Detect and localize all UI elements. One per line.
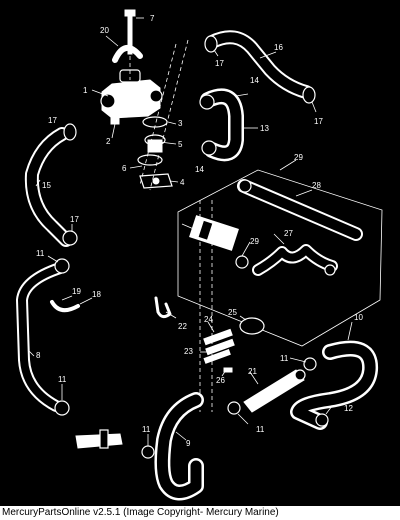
callout-15: 15 — [42, 181, 51, 190]
leader-lines — [27, 17, 353, 446]
pump — [181, 215, 239, 251]
callout-22: 22 — [178, 322, 187, 331]
callout-1: 1 — [83, 86, 88, 95]
callout-17-b: 17 — [314, 117, 323, 126]
hose-27 — [252, 244, 338, 276]
callout-13: 13 — [260, 124, 269, 133]
clip-19 — [50, 300, 80, 313]
callout-16: 16 — [274, 43, 283, 52]
hose-10 — [290, 340, 379, 430]
pump-box — [177, 169, 383, 347]
callout-21: 21 — [248, 367, 257, 376]
callout-14-a: 14 — [250, 76, 259, 85]
callout-11-c: 11 — [58, 375, 67, 384]
callout-14-b: 14 — [195, 165, 204, 174]
housing-bolt — [124, 9, 136, 55]
hose-16 — [205, 30, 313, 99]
hose-15 — [24, 127, 73, 247]
callout-17-d: 17 — [70, 215, 79, 224]
callout-12: 12 — [344, 404, 353, 413]
lifting-clip — [112, 45, 143, 63]
callout-11-e: 11 — [256, 425, 265, 434]
thermostat — [144, 134, 166, 153]
callout-23: 23 — [184, 347, 193, 356]
callout-27: 27 — [284, 229, 293, 238]
bracket-22 — [154, 296, 172, 319]
callout-11-a: 11 — [36, 249, 45, 258]
fitting-lower-left — [75, 429, 123, 449]
flush-adapter-21 — [243, 369, 306, 413]
screw-2 — [110, 117, 120, 125]
callout-28: 28 — [312, 181, 321, 190]
copyright-caption: MercuryPartsOnline v2.5.1 (Image Copyrig… — [0, 506, 400, 520]
callout-20: 20 — [100, 26, 109, 35]
hose-9 — [154, 392, 204, 501]
hose-8 — [16, 262, 66, 412]
callout-24: 24 — [204, 315, 213, 324]
callout-6: 6 — [122, 164, 127, 173]
callout-29-a: 29 — [294, 153, 303, 162]
callout-10: 10 — [354, 313, 363, 322]
clamp-25 — [239, 317, 265, 335]
callout-17-a: 17 — [215, 59, 224, 68]
parts-24-23 — [203, 328, 235, 364]
callout-17-c: 17 — [48, 116, 57, 125]
callout-4: 4 — [180, 178, 185, 187]
callout-18: 18 — [92, 290, 101, 299]
gasket-lower — [139, 173, 173, 189]
callout-26: 26 — [216, 376, 225, 385]
callout-9: 9 — [186, 439, 191, 448]
callout-2: 2 — [106, 137, 111, 146]
callout-25: 25 — [228, 308, 237, 317]
callout-19: 19 — [72, 287, 81, 296]
callout-11-d: 11 — [142, 425, 151, 434]
callout-3: 3 — [178, 119, 183, 128]
callout-7: 7 — [150, 14, 155, 23]
hose-clamps — [54, 35, 336, 459]
callout-numbers: 7 20 1 2 3 5 6 4 16 17 17 14 14 13 17 15… — [36, 14, 363, 448]
seal-ring — [137, 154, 163, 166]
callout-11-b: 11 — [280, 354, 289, 363]
hose-13 — [200, 88, 244, 162]
callout-5: 5 — [178, 140, 183, 149]
screw-26 — [223, 367, 233, 373]
thermostat-housing — [100, 69, 163, 119]
callout-8: 8 — [36, 351, 41, 360]
hose-28 — [237, 179, 363, 241]
callout-29-b: 29 — [250, 237, 259, 246]
